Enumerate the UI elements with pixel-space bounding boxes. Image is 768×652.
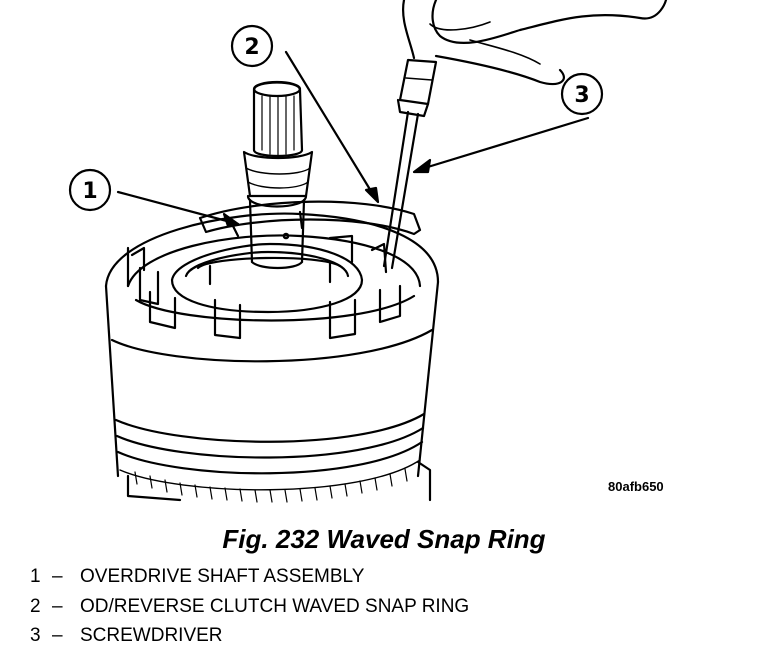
callout-2-label: 2	[244, 35, 259, 60]
leader-arrow-1	[116, 190, 240, 228]
overdrive-shaft	[242, 80, 314, 270]
hand	[402, 0, 668, 86]
legend-separator: –	[52, 566, 63, 587]
legend-list: 1–OVERDRIVE SHAFT ASSEMBLY 2–OD/REVERSE …	[30, 562, 469, 651]
callout-3-label: 3	[574, 83, 589, 108]
legend-item: 2–OD/REVERSE CLUTCH WAVED SNAP RING	[30, 592, 469, 622]
legend-separator: –	[52, 595, 63, 617]
legend-text: SCREWDRIVER	[80, 625, 223, 646]
exploded-illustration: 1 2 3 80afb650	[68, 0, 668, 503]
screwdriver	[382, 58, 438, 270]
legend-item: 1–OVERDRIVE SHAFT ASSEMBLY	[30, 562, 469, 592]
legend-number: 3	[30, 625, 41, 646]
legend-text: OVERDRIVE SHAFT ASSEMBLY	[80, 566, 365, 587]
callout-1-label: 1	[82, 179, 97, 204]
leader-arrow-3	[412, 116, 590, 174]
figure-caption: Fig. 232 Waved Snap Ring	[222, 524, 546, 554]
legend-separator: –	[52, 625, 63, 646]
legend-number: 1	[30, 566, 41, 587]
legend-text: OD/REVERSE CLUTCH WAVED SNAP RING	[80, 595, 470, 617]
legend-item: 3–SCREWDRIVER	[30, 621, 469, 651]
leader-arrow-2	[284, 50, 380, 204]
callout-2	[230, 24, 274, 68]
waved-snap-ring	[198, 200, 422, 238]
callout-3	[560, 72, 604, 116]
callout-1	[68, 168, 112, 212]
inner-hub	[170, 242, 364, 314]
legend-number: 2	[30, 595, 41, 617]
image-code: 80afb650	[608, 479, 664, 494]
